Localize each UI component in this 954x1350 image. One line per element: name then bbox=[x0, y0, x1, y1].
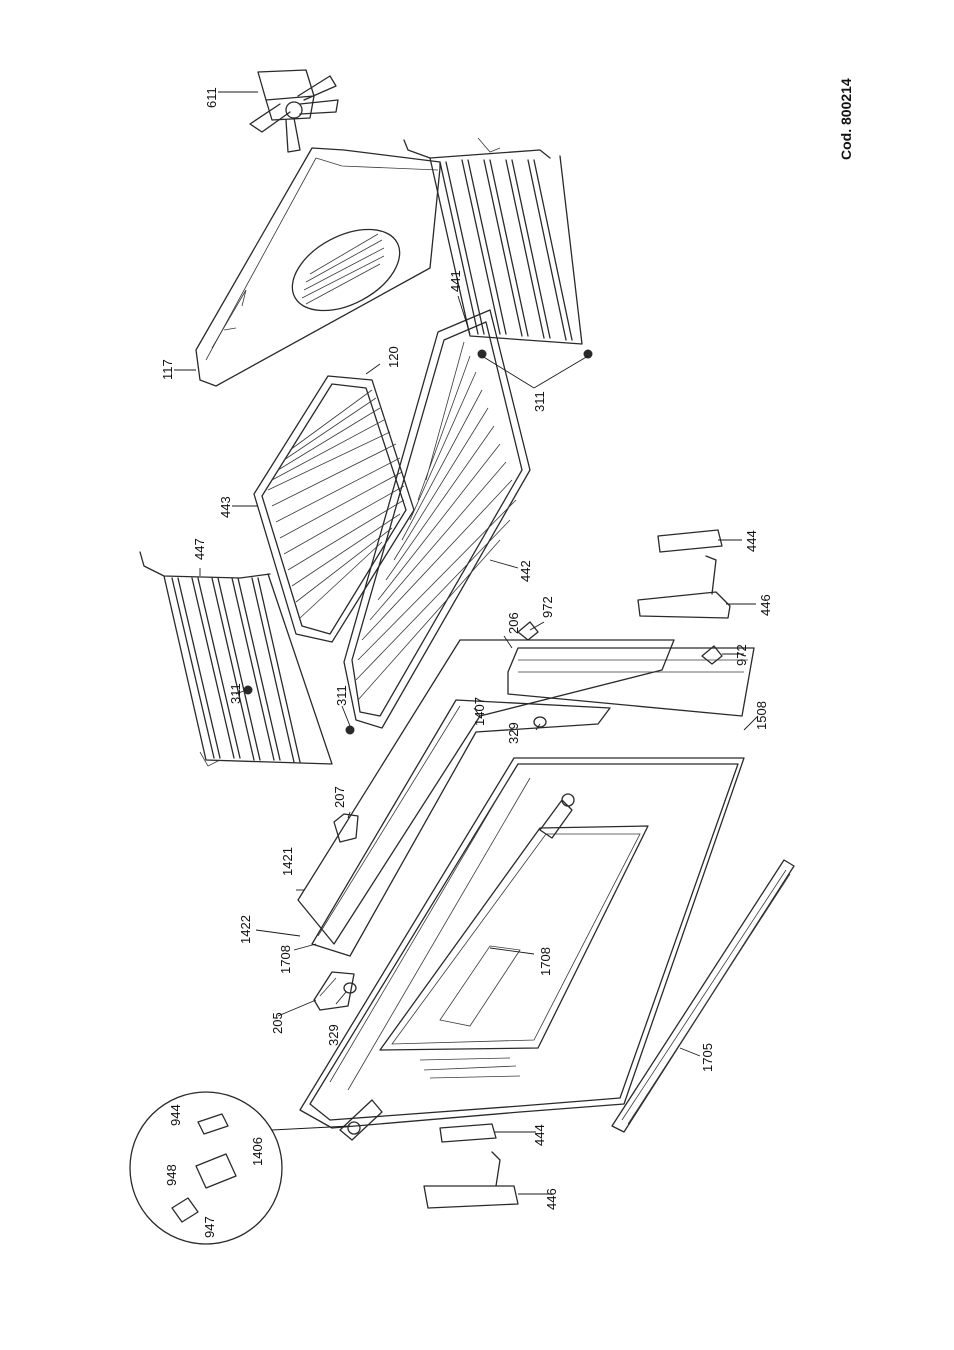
label-1708-left: 1708 bbox=[278, 945, 293, 974]
fan-motor-part bbox=[250, 70, 338, 152]
label-329-left: 329 bbox=[326, 1024, 341, 1046]
label-1406: 1406 bbox=[250, 1137, 265, 1166]
label-206: 206 bbox=[506, 612, 521, 634]
door-frame-part bbox=[300, 758, 744, 1128]
bottom-strip-1705-part bbox=[612, 860, 794, 1132]
label-446-left: 446 bbox=[544, 1188, 559, 1210]
label-1407: 1407 bbox=[472, 697, 487, 726]
label-207: 207 bbox=[332, 786, 347, 808]
document-code: Cod. 800214 bbox=[838, 78, 854, 160]
label-611: 611 bbox=[204, 87, 219, 108]
plug-972-parts bbox=[518, 622, 722, 664]
back-panel-part bbox=[196, 148, 440, 386]
label-311-left-a: 311 bbox=[228, 683, 243, 704]
label-447: 447 bbox=[192, 538, 207, 560]
glass-panels-part bbox=[298, 640, 674, 956]
hinge-plate-444-parts bbox=[440, 530, 722, 1142]
label-205: 205 bbox=[270, 1012, 285, 1034]
label-117: 117 bbox=[160, 359, 175, 380]
label-972-top: 972 bbox=[540, 596, 555, 618]
label-944: 944 bbox=[168, 1104, 183, 1126]
label-329-right: 329 bbox=[506, 722, 521, 744]
hinge-block-205-part bbox=[314, 972, 354, 1010]
label-1421: 1421 bbox=[280, 847, 295, 876]
label-311-right: 311 bbox=[532, 391, 547, 412]
right-side-runner-part bbox=[404, 138, 582, 344]
label-972-bottom: 972 bbox=[734, 644, 749, 666]
label-1708-right: 1708 bbox=[538, 947, 553, 976]
label-947: 947 bbox=[202, 1216, 217, 1238]
label-948: 948 bbox=[164, 1164, 179, 1186]
label-442: 442 bbox=[518, 560, 533, 582]
label-120: 120 bbox=[386, 346, 401, 368]
door-strip-206-part bbox=[508, 648, 754, 716]
label-1705: 1705 bbox=[700, 1043, 715, 1072]
clip-207-part bbox=[334, 814, 358, 842]
label-443: 443 bbox=[218, 496, 233, 518]
label-311-left-b: 311 bbox=[334, 685, 349, 706]
label-446-right: 446 bbox=[758, 594, 773, 616]
label-444-left: 444 bbox=[532, 1124, 547, 1146]
label-441: 441 bbox=[448, 270, 463, 292]
label-1508: 1508 bbox=[754, 701, 769, 730]
label-444-right: 444 bbox=[744, 530, 759, 552]
left-side-runner-part bbox=[140, 552, 332, 766]
label-1422: 1422 bbox=[238, 915, 253, 944]
